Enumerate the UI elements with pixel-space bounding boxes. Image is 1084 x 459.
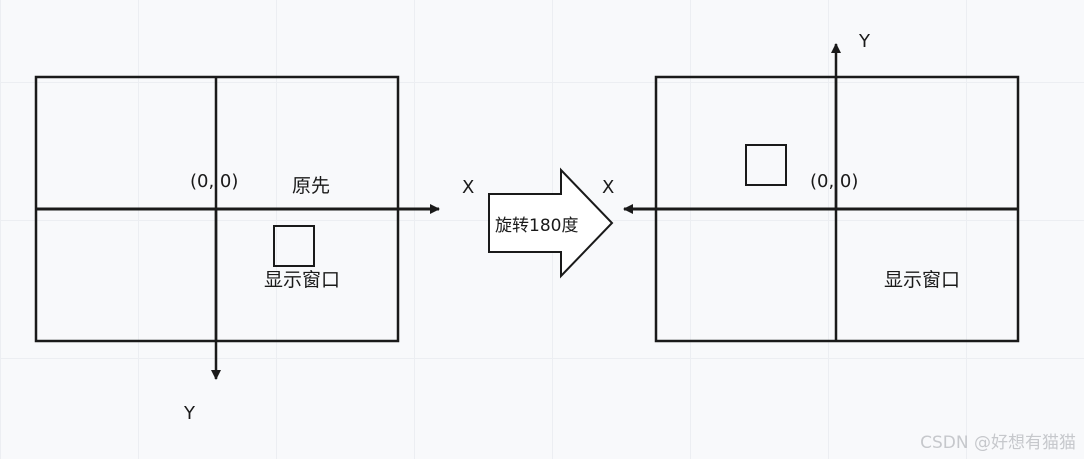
right-y-axis-label: Y [858, 31, 871, 52]
rotation-arrow-label: 旋转180度 [495, 216, 578, 236]
left-origin-label: (0, 0) [190, 171, 238, 192]
left-window-label: 显示窗口 [264, 269, 340, 291]
left-caption: 原先 [292, 175, 330, 197]
right-window-label: 显示窗口 [884, 269, 960, 291]
left-x-axis-label: X [462, 177, 474, 198]
right-x-axis-label: X [602, 177, 614, 198]
watermark-text: CSDN @好想有猫猫 [920, 433, 1076, 453]
left-display-window-box [273, 225, 315, 267]
right-origin-label: (0, 0) [810, 171, 858, 192]
right-diagram: (0, 0) 显示窗口 X Y [602, 31, 1020, 343]
right-display-window-box [745, 144, 787, 186]
left-y-axis-label: Y [183, 403, 196, 424]
rotation-arrow: 旋转180度 [488, 167, 614, 279]
left-diagram: (0, 0) 原先 显示窗口 X Y [34, 75, 474, 424]
rotation-arrow-shape [488, 167, 614, 279]
